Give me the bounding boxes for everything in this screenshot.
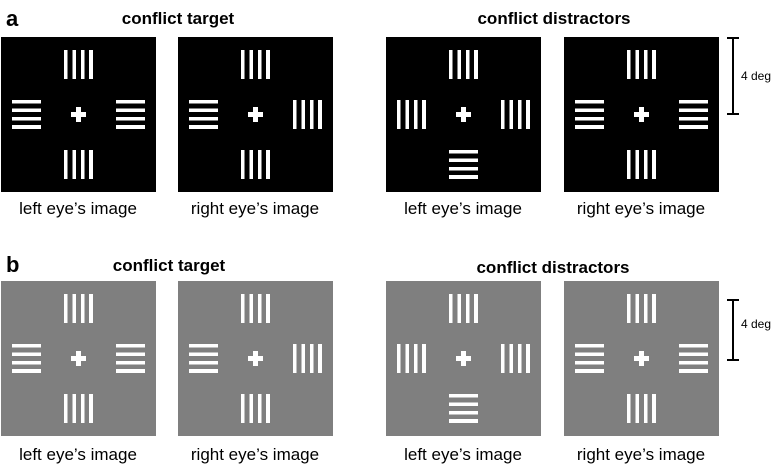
panel-a-scale-bar bbox=[727, 37, 739, 115]
vertical-grating-top bbox=[627, 50, 656, 79]
vertical-grating-left bbox=[397, 344, 426, 373]
panel-b-title-conflict-target: conflict target bbox=[112, 256, 226, 275]
panel-label-b: b bbox=[6, 252, 20, 277]
horizontal-grating-left bbox=[575, 344, 604, 373]
vertical-grating-right bbox=[293, 100, 322, 129]
vertical-grating-bottom bbox=[241, 150, 270, 179]
horizontal-grating-right bbox=[116, 100, 145, 129]
vertical-grating-right bbox=[501, 100, 530, 129]
fixation-cross-icon bbox=[634, 107, 649, 122]
panel-a-title-conflict-target: conflict target bbox=[121, 9, 235, 28]
vertical-grating-top bbox=[241, 50, 270, 79]
vertical-grating-bottom bbox=[64, 150, 93, 179]
horizontal-grating-right bbox=[679, 100, 708, 129]
horizontal-grating-left bbox=[12, 344, 41, 373]
vertical-grating-right bbox=[501, 344, 530, 373]
fixation-cross-icon bbox=[71, 351, 86, 366]
horizontal-grating-right bbox=[116, 344, 145, 373]
horizontal-grating-right bbox=[679, 344, 708, 373]
panel-a-distractors-right-eye-image bbox=[564, 37, 719, 192]
fixation-cross-icon bbox=[456, 107, 471, 122]
vertical-grating-top bbox=[449, 294, 478, 323]
panel-b-caption-3: left eye’s image bbox=[404, 445, 522, 464]
panel-a-caption-1: left eye’s image bbox=[19, 199, 137, 218]
fixation-cross-icon bbox=[248, 351, 263, 366]
panel-a-caption-4: right eye’s image bbox=[576, 199, 706, 218]
vertical-grating-top bbox=[241, 294, 270, 323]
horizontal-grating-bottom bbox=[449, 394, 478, 423]
panel-a-target-right-eye-image bbox=[178, 37, 333, 192]
panel-b-title-conflict-distractors: conflict distractors bbox=[476, 258, 630, 277]
panel-b-scale-bar bbox=[727, 299, 739, 361]
panel-b-target-right-eye-image bbox=[178, 281, 333, 436]
vertical-grating-top bbox=[64, 50, 93, 79]
panel-a-caption-2: right eye’s image bbox=[190, 199, 320, 218]
fixation-cross-icon bbox=[71, 107, 86, 122]
panel-b-scale-label: 4 deg bbox=[741, 317, 772, 331]
panel-b-distractors-left-eye-image bbox=[386, 281, 541, 436]
horizontal-grating-bottom bbox=[449, 150, 478, 179]
panel-b-caption-2: right eye’s image bbox=[190, 445, 320, 464]
panel-b-caption-1: left eye’s image bbox=[19, 445, 137, 464]
panel-a-distractors-left-eye-image bbox=[386, 37, 541, 192]
fixation-cross-icon bbox=[634, 351, 649, 366]
panel-b-distractors-right-eye-image bbox=[564, 281, 719, 436]
horizontal-grating-left bbox=[575, 100, 604, 129]
panel-b-target-left-eye-image bbox=[1, 281, 156, 436]
panel-a-target-left-eye-image bbox=[1, 37, 156, 192]
panel-a-caption-3: left eye’s image bbox=[404, 199, 522, 218]
vertical-grating-top bbox=[449, 50, 478, 79]
vertical-grating-bottom bbox=[241, 394, 270, 423]
fixation-cross-icon bbox=[248, 107, 263, 122]
fixation-cross-icon bbox=[456, 351, 471, 366]
panel-label-a: a bbox=[6, 6, 19, 31]
horizontal-grating-left bbox=[189, 100, 218, 129]
panel-a-title-conflict-distractors: conflict distractors bbox=[477, 9, 631, 28]
vertical-grating-right bbox=[293, 344, 322, 373]
vertical-grating-left bbox=[397, 100, 426, 129]
vertical-grating-bottom bbox=[627, 394, 656, 423]
vertical-grating-top bbox=[627, 294, 656, 323]
vertical-grating-top bbox=[64, 294, 93, 323]
panel-b-caption-4: right eye’s image bbox=[576, 445, 706, 464]
vertical-grating-bottom bbox=[64, 394, 93, 423]
horizontal-grating-left bbox=[189, 344, 218, 373]
panel-a-scale-label: 4 deg bbox=[741, 69, 772, 83]
vertical-grating-bottom bbox=[627, 150, 656, 179]
horizontal-grating-left bbox=[12, 100, 41, 129]
